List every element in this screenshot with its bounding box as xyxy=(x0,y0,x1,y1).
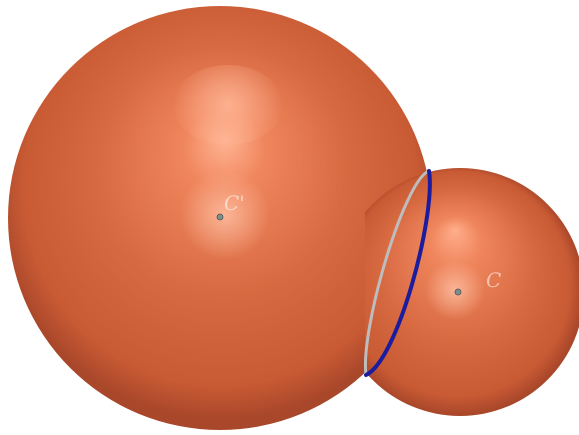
intersection-circle-front xyxy=(364,169,432,377)
small-sphere-highlight xyxy=(417,197,493,253)
label-c-prime: C' xyxy=(224,191,245,215)
intersection-circle-back xyxy=(363,169,431,377)
center-point-c xyxy=(454,288,462,296)
large-sphere-highlight xyxy=(173,65,283,145)
small-sphere xyxy=(365,168,579,416)
large-sphere-center-highlight xyxy=(180,170,270,260)
label-c: C xyxy=(486,268,501,292)
small-sphere-center-highlight xyxy=(425,260,485,320)
center-point-c-prime xyxy=(216,213,224,221)
